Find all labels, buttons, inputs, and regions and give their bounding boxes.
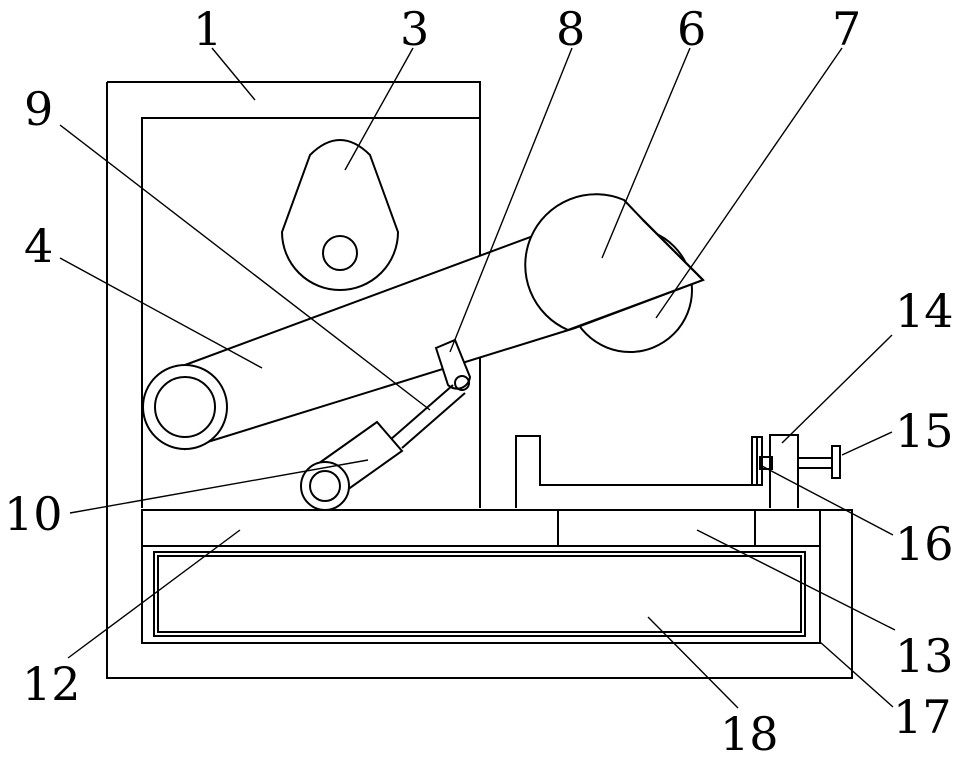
leader-12 <box>68 530 240 658</box>
callout-14: 14 <box>895 284 954 338</box>
part-18-drawer-inner <box>158 556 801 632</box>
callout-13: 13 <box>895 629 954 683</box>
callout-12: 12 <box>22 657 81 711</box>
leader-17 <box>820 642 893 707</box>
callout-8: 8 <box>556 2 585 56</box>
leader-16 <box>760 465 893 535</box>
part-10-cylinder <box>301 422 402 510</box>
part-6-disc-guard <box>525 194 703 330</box>
callout-7: 7 <box>832 2 861 56</box>
arm-pivot-roller <box>143 365 227 449</box>
leader-14 <box>782 335 892 443</box>
leader-18 <box>648 617 738 708</box>
callout-1: 1 <box>193 2 222 56</box>
leader-7 <box>656 48 842 318</box>
leader-4 <box>60 258 262 368</box>
callout-9: 9 <box>24 82 53 136</box>
part-9-cylinder-rod <box>390 385 465 448</box>
callout-3: 3 <box>400 2 429 56</box>
part-15-adjusting-screw <box>760 446 840 478</box>
callout-10: 10 <box>4 487 63 541</box>
callout-18: 18 <box>720 707 779 757</box>
part-18-drawer <box>154 552 805 636</box>
part-14-clamp-fixture <box>516 435 798 508</box>
callout-17: 17 <box>893 690 952 744</box>
part-3-cam <box>282 140 398 290</box>
callout-16: 16 <box>895 517 954 571</box>
callout-4: 4 <box>24 219 53 273</box>
leader-3 <box>345 48 413 170</box>
leader-15 <box>842 432 892 455</box>
part-17-drawer-frame <box>142 546 820 643</box>
callout-15: 15 <box>895 404 954 458</box>
callout-6: 6 <box>677 2 706 56</box>
